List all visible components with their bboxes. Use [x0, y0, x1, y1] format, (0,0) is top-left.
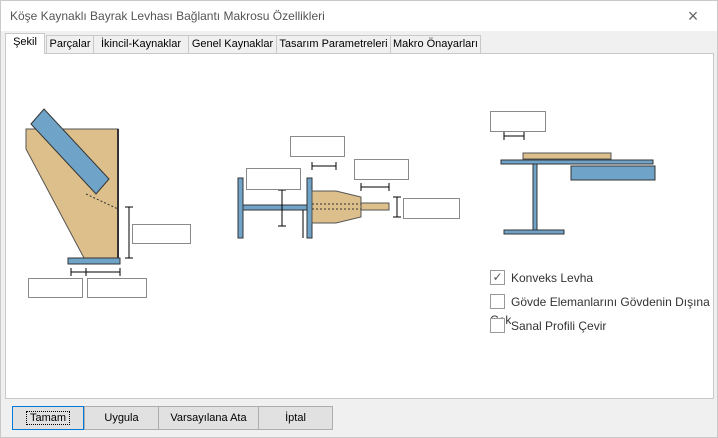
tab-ikincil-kaynaklar[interactable]: İkincil-Kaynaklar [93, 35, 189, 53]
beam-flange [67, 257, 121, 265]
window-title: Köşe Kaynaklı Bayrak Levhası Bağlantı Ma… [10, 9, 325, 23]
option-label: Sanal Profili Çevir [511, 319, 607, 333]
ok-button-label: Tamam [25, 411, 71, 425]
option-sanal-profili-cevir[interactable]: Sanal Profili Çevir [490, 317, 606, 335]
top-flange [500, 159, 654, 165]
plate-clearance-field[interactable] [290, 136, 345, 157]
gusset-width-field[interactable] [87, 278, 147, 298]
brace-member [30, 108, 110, 195]
checkbox-checked-icon[interactable]: ✓ [490, 270, 505, 286]
plate-depth-field[interactable] [246, 168, 301, 190]
bottom-flange [503, 229, 565, 235]
convex-plate-diagram [500, 132, 656, 235]
defaults-button[interactable]: Varsayılana Ata [158, 406, 259, 430]
checkbox-icon[interactable] [490, 294, 505, 310]
plate-tail-field[interactable] [403, 198, 460, 219]
plate-tail [360, 202, 390, 211]
column-web [242, 204, 308, 211]
overhang-field[interactable] [490, 111, 546, 132]
tab-genel-kaynaklar[interactable]: Genel Kaynaklar [188, 35, 277, 53]
gusset-diagram [25, 108, 133, 276]
column-web-right [532, 163, 538, 231]
option-label: Konveks Levha [511, 271, 594, 285]
tab-sekil[interactable]: Şekil [5, 33, 45, 54]
flag-plate [311, 190, 362, 224]
gusset-height-field[interactable] [132, 224, 191, 244]
flag-plate-diagram [237, 162, 401, 239]
plate-taper-field[interactable] [354, 159, 409, 180]
title-bar: Köşe Kaynaklı Bayrak Levhası Bağlantı Ma… [1, 1, 717, 31]
column-right-flange [306, 177, 313, 239]
tab-panel-sekil: ✓ Konveks Levha Gövde Elemanlarını Gövden… [5, 53, 714, 399]
option-govde-elemanlarini-cek[interactable]: Gövde Elemanlarını Gövdenin Dışına Çek [490, 293, 713, 327]
cancel-button[interactable]: İptal [258, 406, 333, 430]
close-icon[interactable]: × [687, 6, 699, 26]
tab-tasarim-parametreleri[interactable]: Tasarım Parametreleri [276, 35, 391, 53]
connection-diagram [25, 108, 656, 276]
option-konveks-levha[interactable]: ✓ Konveks Levha [490, 269, 593, 287]
ok-button[interactable]: Tamam [12, 406, 84, 430]
gusset-offset-field[interactable] [28, 278, 83, 298]
tab-parcalar[interactable]: Parçalar [46, 35, 94, 53]
tab-makro-onayarlari[interactable]: Makro Önayarları [390, 35, 481, 53]
beam-section [570, 165, 656, 181]
top-plate [522, 152, 612, 160]
column-left-flange [237, 177, 244, 239]
apply-button[interactable]: Uygula [84, 406, 159, 430]
work-line [85, 193, 119, 210]
checkbox-icon[interactable] [490, 318, 505, 334]
